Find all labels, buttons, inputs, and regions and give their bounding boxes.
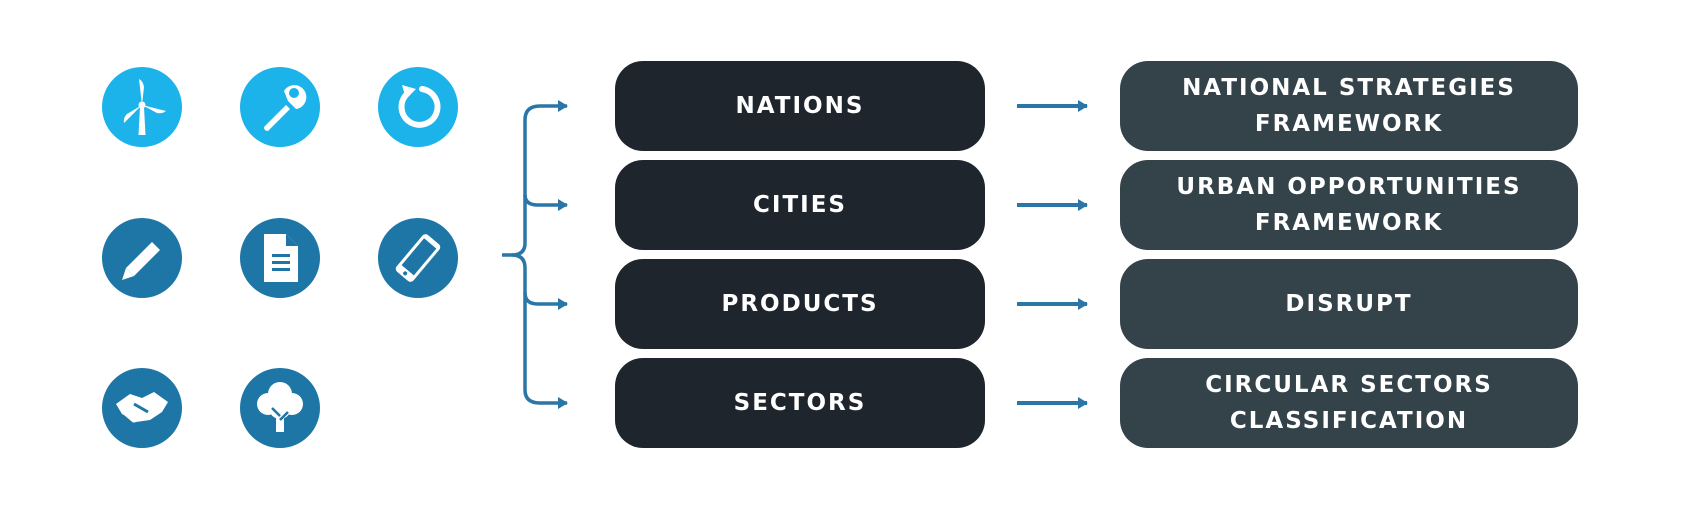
bracket-branch-cities (523, 194, 568, 211)
bracket-branch-products (523, 292, 568, 310)
mobile-phone-icon (378, 218, 458, 298)
wind-turbine-icon (102, 67, 182, 147)
framework-label-line: NATIONAL STRATEGIES (1182, 75, 1516, 101)
framework-label-line: DISRUPT (1285, 291, 1413, 317)
wrench-icon (240, 67, 320, 147)
bracket-trunk (502, 100, 568, 257)
handshake-icon (102, 368, 182, 448)
refresh-icon (378, 67, 458, 147)
framework-box-urban-opportunities: URBAN OPPORTUNITIES FRAMEWORK (1120, 160, 1578, 250)
category-label: SECTORS (733, 390, 867, 416)
tree-icon (240, 368, 320, 448)
bracket-lower (511, 253, 568, 409)
category-label: PRODUCTS (721, 291, 879, 317)
pencil-icon (102, 218, 182, 298)
category-box-cities: CITIES (615, 160, 985, 250)
framework-label-line: URBAN OPPORTUNITIES (1176, 174, 1522, 200)
framework-label-line: FRAMEWORK (1254, 210, 1444, 236)
framework-box-disrupt: DISRUPT (1120, 259, 1578, 349)
framework-box-circular-sectors: CIRCULAR SECTORS CLASSIFICATION (1120, 358, 1578, 448)
document-icon (240, 218, 320, 298)
framework-label-line: CLASSIFICATION (1229, 408, 1469, 434)
category-box-nations: NATIONS (615, 61, 985, 151)
framework-label-line: FRAMEWORK (1254, 111, 1444, 137)
category-box-products: PRODUCTS (615, 259, 985, 349)
category-label: NATIONS (735, 93, 865, 119)
category-box-sectors: SECTORS (615, 358, 985, 448)
category-label: CITIES (753, 192, 847, 218)
framework-box-national-strategies: NATIONAL STRATEGIES FRAMEWORK (1120, 61, 1578, 151)
framework-label-line: CIRCULAR SECTORS (1205, 372, 1493, 398)
